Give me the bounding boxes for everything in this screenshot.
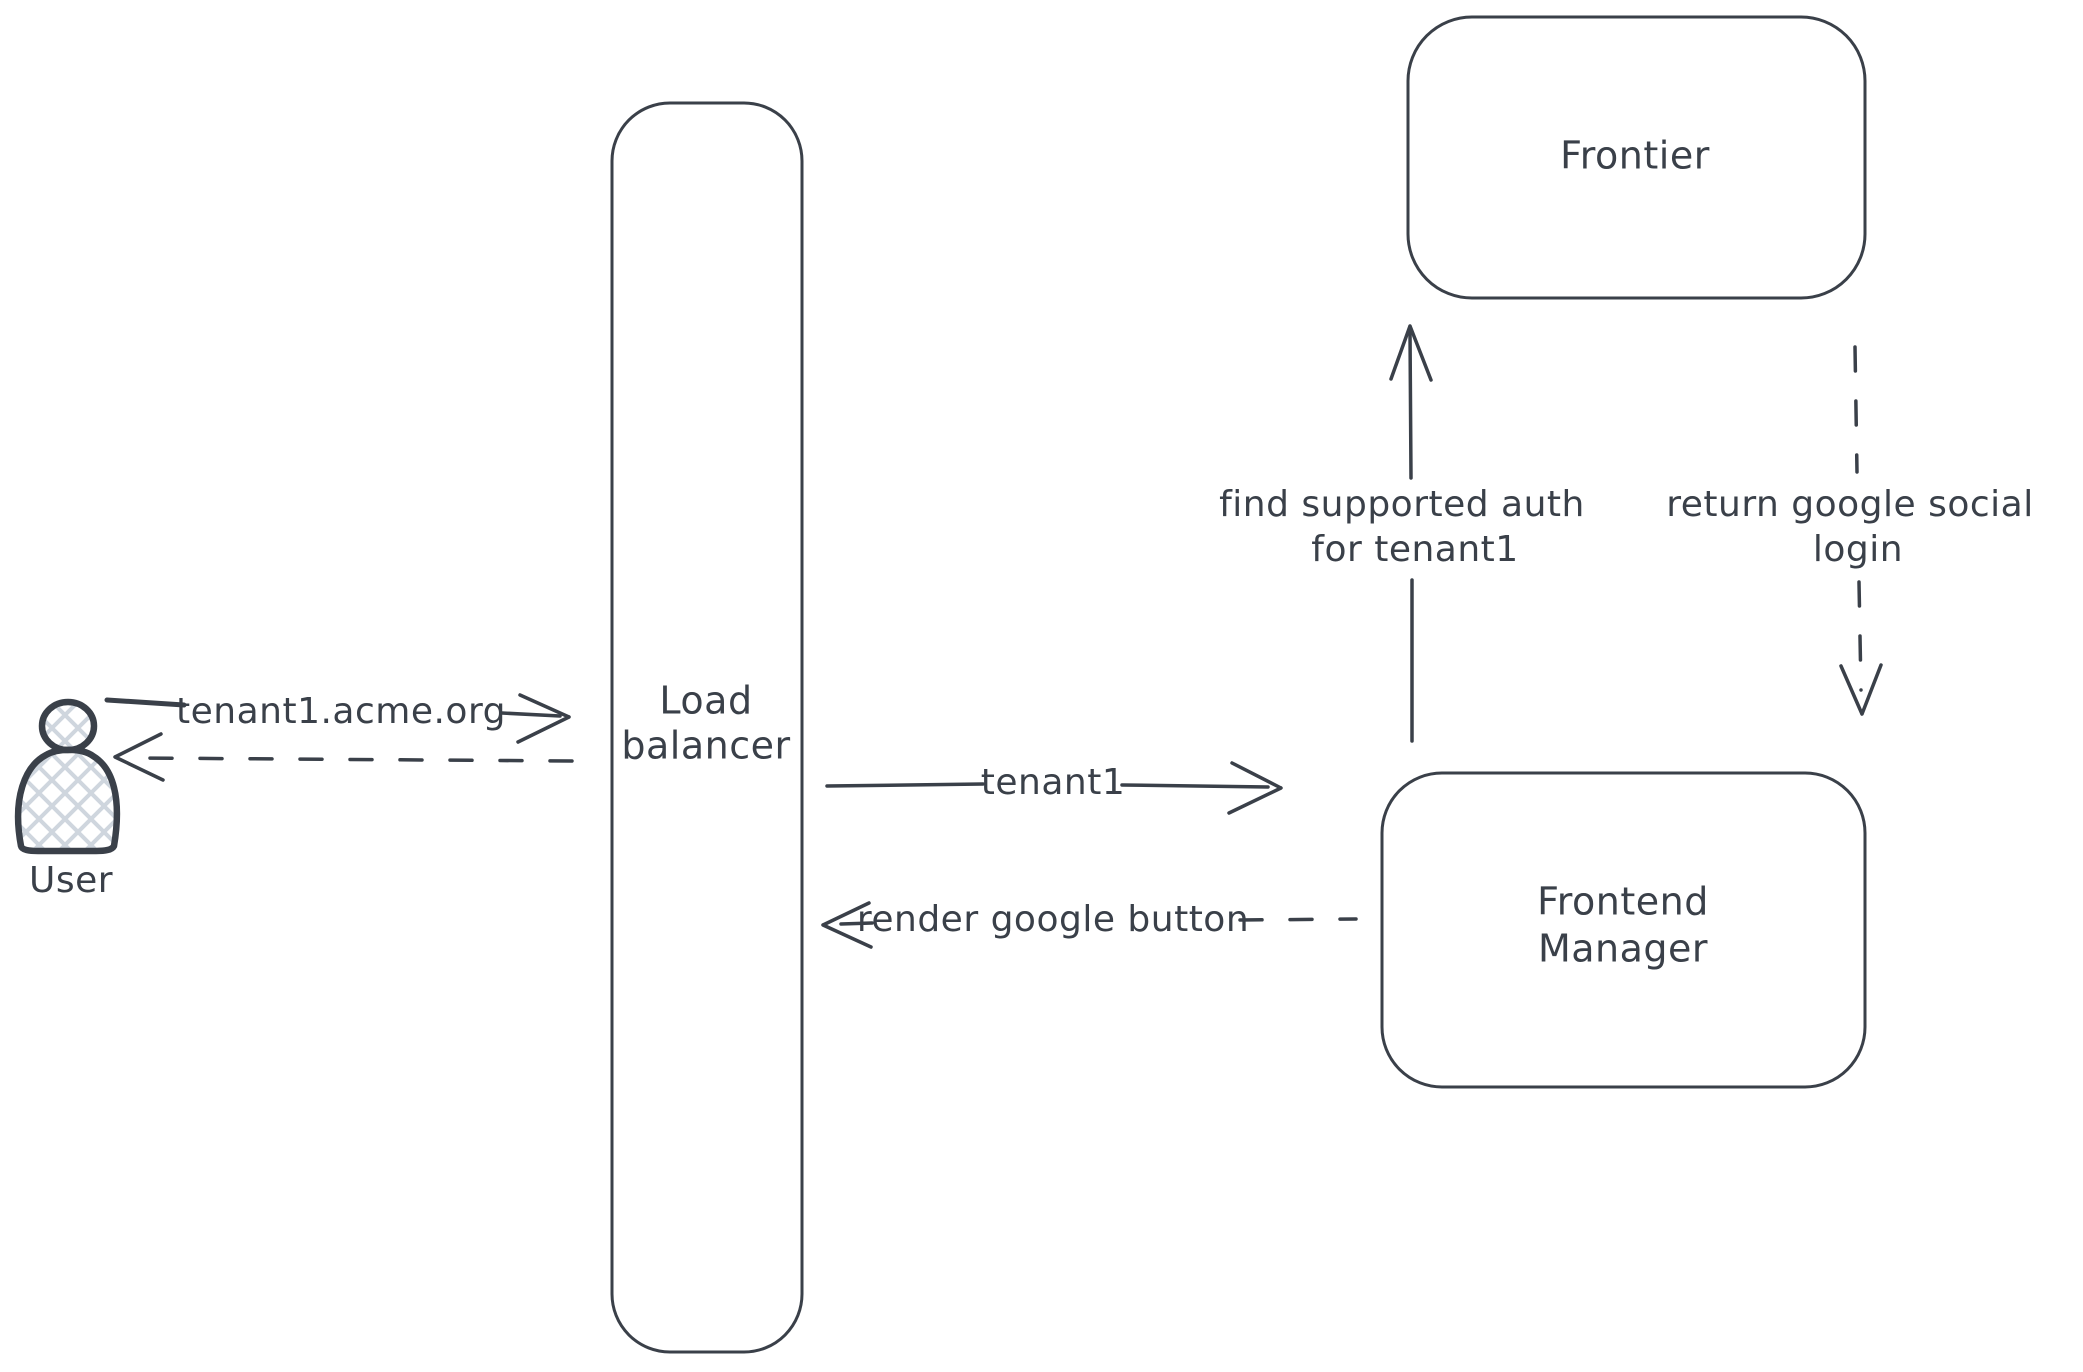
arrow-frontend-manager-to-loadbalancer — [821, 901, 1358, 949]
load-balancer-label-line2: balancer — [621, 724, 790, 768]
edge-label-frontier-to-fm-line2: login — [1813, 529, 1903, 570]
load-balancer-box — [610, 101, 804, 1354]
frontier-label: Frontier — [1560, 134, 1710, 178]
arrow-frontend-manager-to-frontier — [1389, 324, 1433, 743]
load-balancer-label-line1: Load — [659, 679, 752, 723]
user-icon — [14, 698, 121, 855]
frontier-box — [1406, 15, 1867, 300]
edge-label-fm-to-frontier-line2: for tenant1 — [1311, 529, 1518, 570]
edge-label-loadbalancer-to-frontend-manager: tenant1 — [981, 762, 1125, 803]
user-label: User — [29, 860, 113, 901]
frontend-manager-box — [1380, 771, 1867, 1089]
frontend-manager-label-line2: Manager — [1538, 927, 1708, 971]
arrow-loadbalancer-to-frontend-manager — [825, 761, 1283, 815]
edge-label-fm-to-frontier-line1: find supported auth — [1219, 484, 1585, 525]
edge-label-user-to-loadbalancer: tenant1.acme.org — [176, 691, 506, 732]
frontend-manager-label-line1: Frontend — [1537, 880, 1709, 924]
arrow-loadbalancer-to-user — [113, 732, 574, 782]
edge-label-frontier-to-fm-line1: return google social — [1666, 484, 2034, 525]
arrow-frontier-to-frontend-manager — [1839, 345, 1883, 716]
arrow-user-to-loadbalancer — [104, 693, 571, 744]
edge-label-frontend-manager-to-loadbalancer: render google button — [857, 899, 1249, 940]
